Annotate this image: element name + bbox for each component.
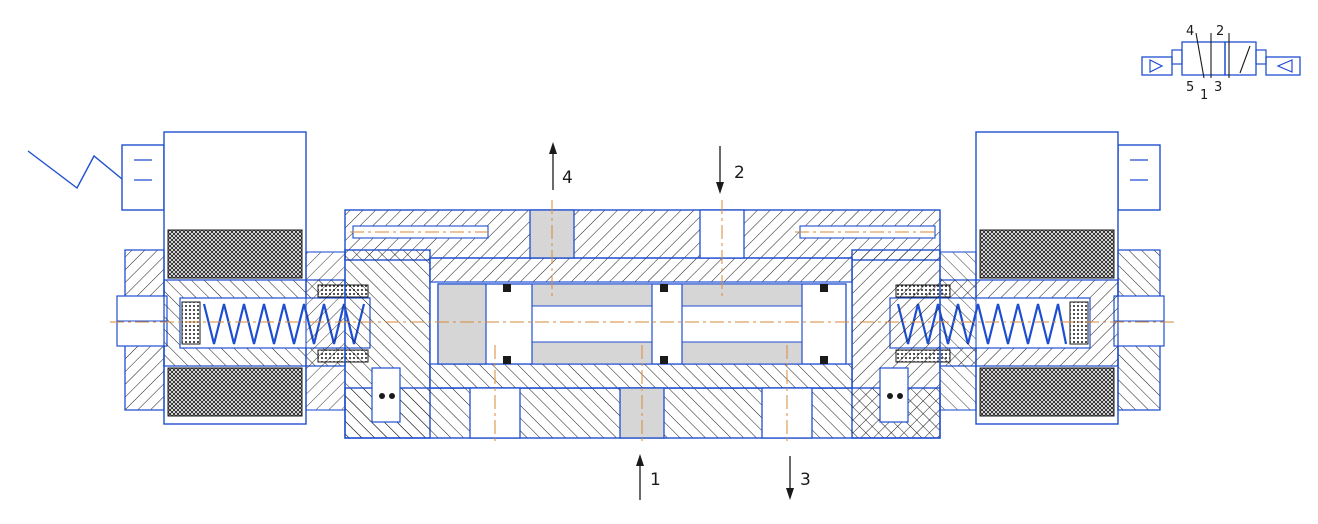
symbol-right-pilot <box>1255 49 1267 65</box>
port-arrows <box>549 142 794 500</box>
port-label-2: 2 <box>734 163 745 183</box>
symbol-right-triangle-icon <box>1276 59 1293 73</box>
left-coil-upper <box>167 229 303 279</box>
symbol-label-2: 2 <box>1216 24 1224 39</box>
symbol-arrow-4 <box>1239 45 1251 74</box>
seal <box>503 356 511 364</box>
right-coil-upper <box>979 229 1115 279</box>
symbol-left-box <box>1181 41 1226 76</box>
symbol-left-actuator <box>1141 56 1173 76</box>
symbol-label-5: 5 <box>1186 80 1194 95</box>
right-solenoid <box>889 131 1165 425</box>
symbol-right-box <box>1224 41 1257 76</box>
symbol-left-pilot <box>1171 49 1183 65</box>
seal <box>820 356 828 364</box>
pilot-left <box>371 367 401 423</box>
electric-signal-icon <box>27 150 123 190</box>
arrow-up-icon <box>549 142 557 154</box>
valve-symbol: 4 2 5 1 3 <box>1141 24 1301 103</box>
right-connector-plug <box>1117 144 1161 211</box>
port-label-1: 1 <box>650 470 661 490</box>
pilot-right <box>879 367 909 423</box>
spool-left-chamber <box>437 283 487 365</box>
symbol-label-1: 1 <box>1200 88 1208 103</box>
left-coil-lower <box>167 367 303 417</box>
left-solenoid <box>116 131 371 425</box>
left-connector-plug <box>121 144 165 211</box>
symbol-label-3: 3 <box>1214 80 1222 95</box>
seal <box>820 284 828 292</box>
seal <box>660 284 668 292</box>
seal <box>503 284 511 292</box>
centerlines <box>110 200 1175 445</box>
arrow-down-icon <box>786 488 794 500</box>
seal <box>660 356 668 364</box>
arrow-up-icon <box>636 454 644 466</box>
port-label-4: 4 <box>562 168 573 188</box>
symbol-left-triangle-icon <box>1149 59 1164 73</box>
port-label-3: 3 <box>800 470 811 490</box>
symbol-arrow-1 <box>1195 32 1205 79</box>
right-pole-piece <box>939 251 977 411</box>
symbol-right-actuator <box>1265 56 1301 76</box>
right-coil-lower <box>979 367 1115 417</box>
symbol-label-4: 4 <box>1186 24 1194 39</box>
arrow-down-icon <box>716 182 724 194</box>
left-pole-piece <box>305 251 346 411</box>
